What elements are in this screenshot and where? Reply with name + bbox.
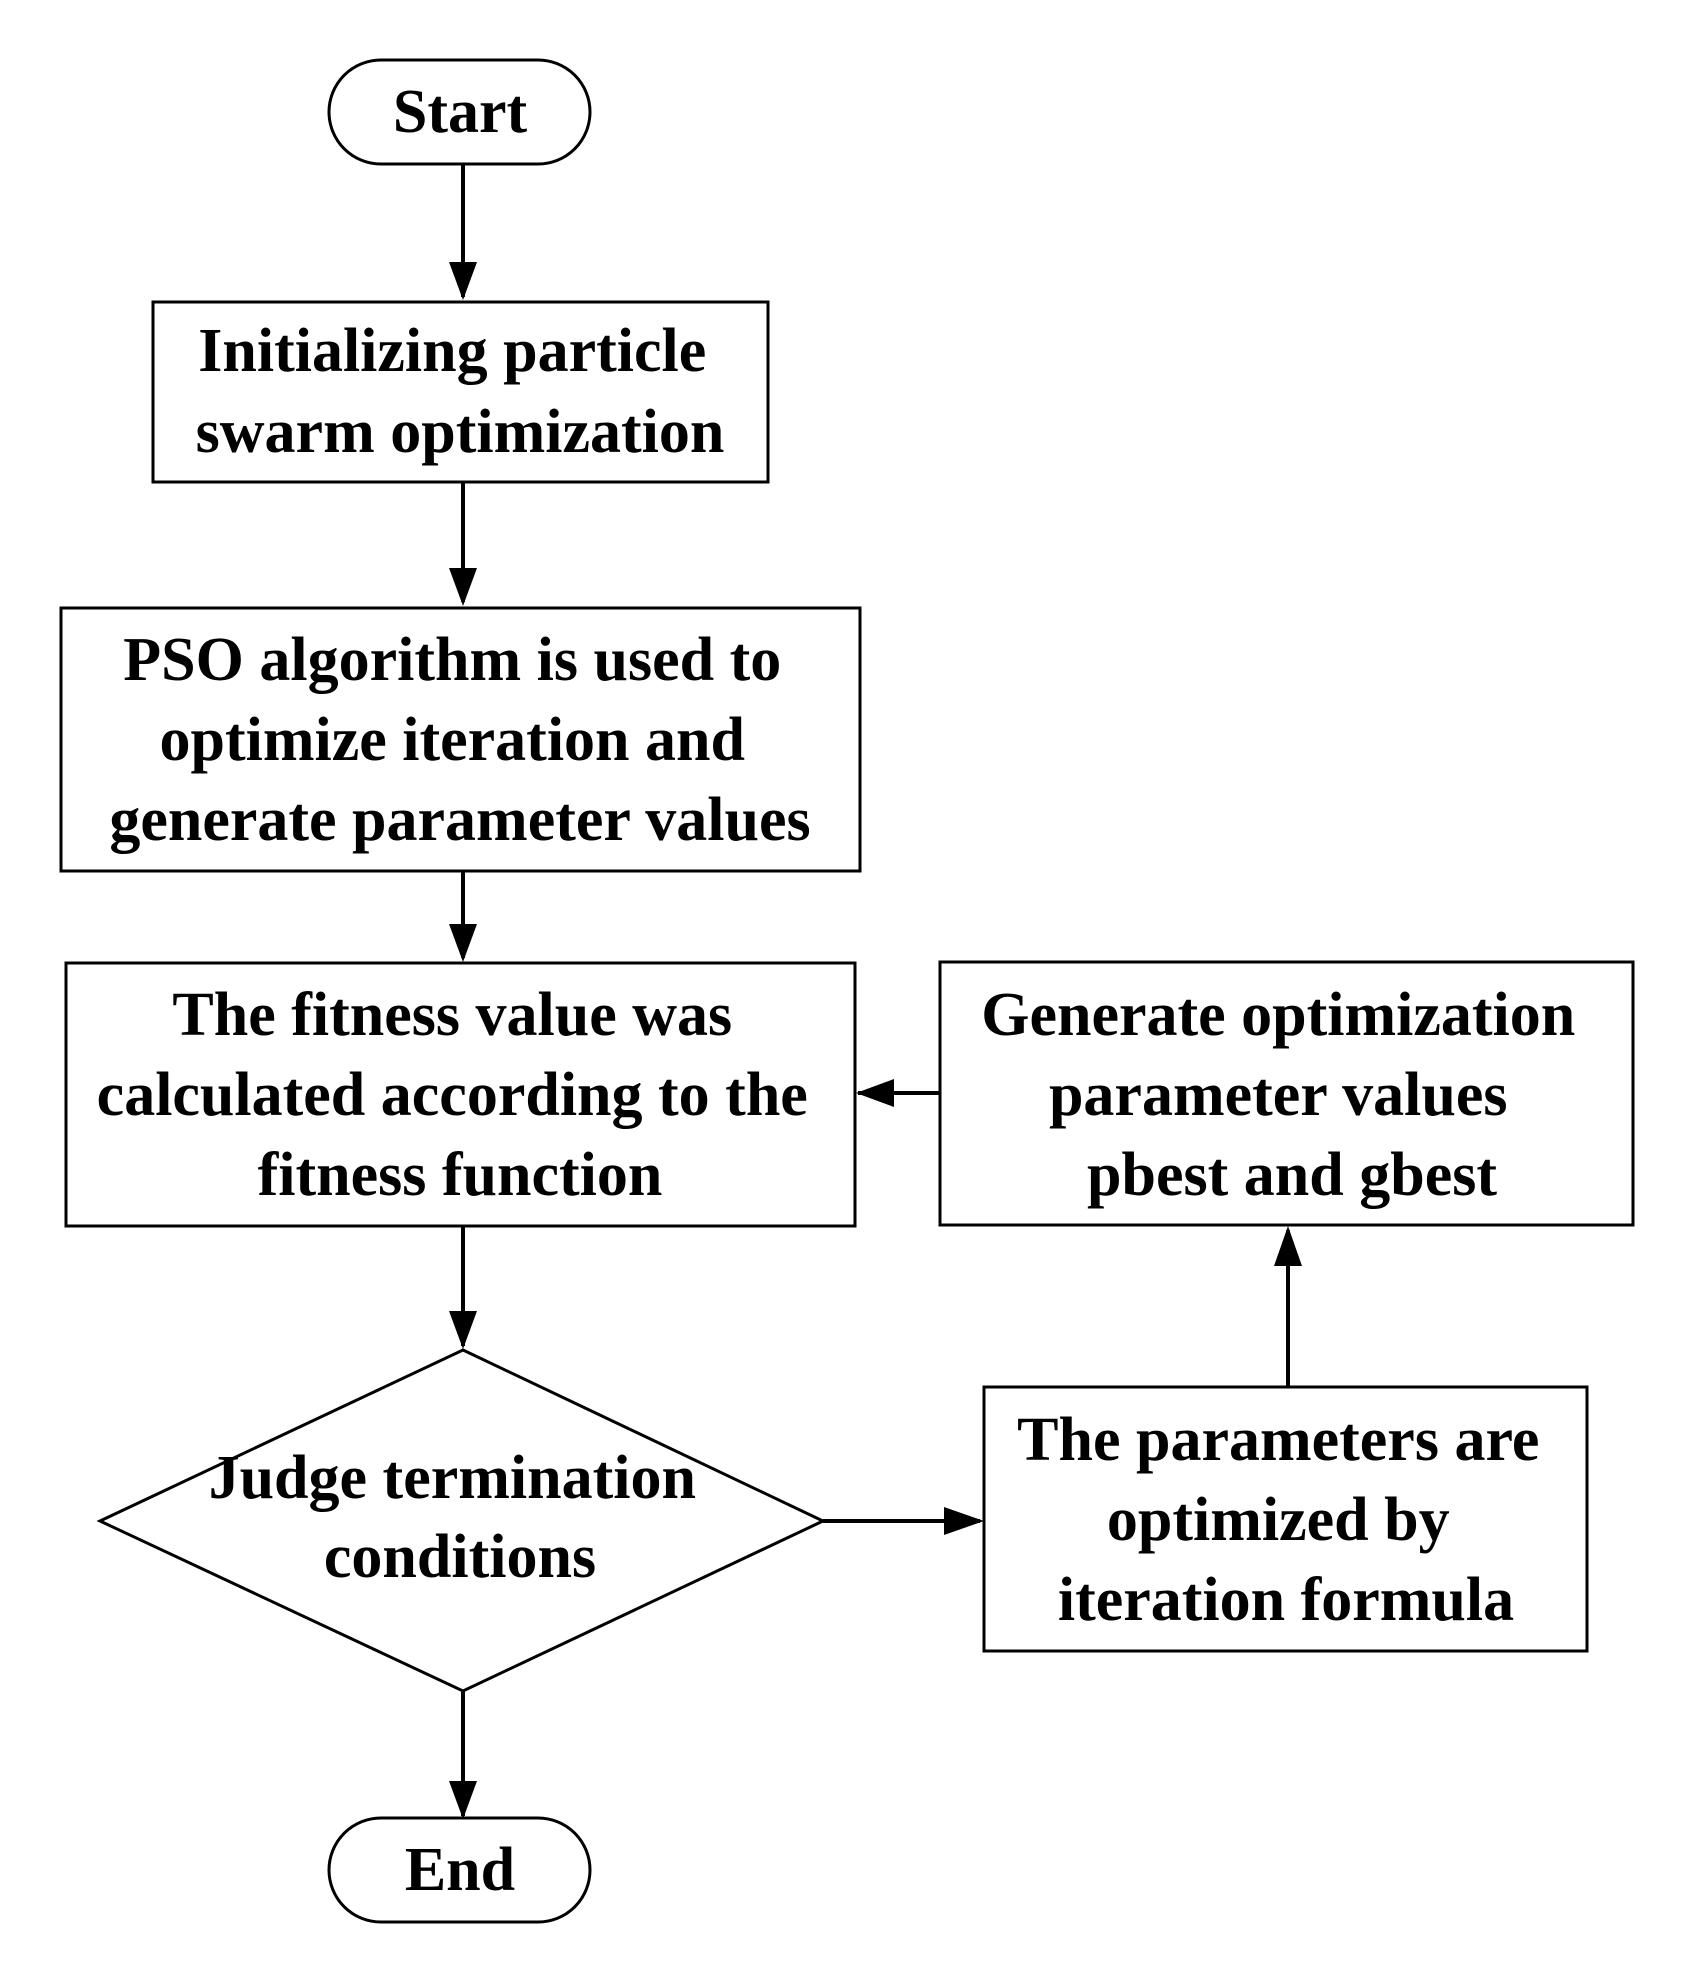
judge-line-1: Judge termination bbox=[209, 1444, 696, 1512]
connectors bbox=[449, 164, 1302, 1819]
pso-line-3: generate parameter values bbox=[109, 786, 810, 854]
arrowhead-init bbox=[449, 262, 477, 300]
pso-shape bbox=[59, 606, 862, 873]
params-label: The parameters are optimized by iteratio… bbox=[1017, 1406, 1555, 1634]
fitness-line-1: The fitness value was bbox=[172, 981, 732, 1049]
params-line-2: optimized by bbox=[1107, 1486, 1450, 1554]
judge-shape bbox=[96, 1348, 827, 1693]
init-label: Initializing particle swarm optimization bbox=[196, 317, 725, 466]
end-terminal: End bbox=[327, 1816, 592, 1924]
fitness-process-box: The fitness value was calculated accordi… bbox=[64, 961, 857, 1228]
fitness-line-2: calculated according to the bbox=[97, 1061, 808, 1129]
generate-line-2: parameter values bbox=[1049, 1061, 1508, 1129]
pso-line-1: PSO algorithm is used to bbox=[123, 626, 781, 694]
generate-shape bbox=[938, 960, 1635, 1227]
arrowhead-pso bbox=[449, 568, 477, 606]
params-process-box: The parameters are optimized by iteratio… bbox=[982, 1385, 1589, 1653]
arrowhead-generate bbox=[1274, 1226, 1302, 1266]
judge-line-2: conditions bbox=[324, 1523, 596, 1591]
judge-decision: Judge termination conditions bbox=[96, 1348, 827, 1693]
pso-label: PSO algorithm is used to optimize iterat… bbox=[109, 626, 810, 854]
arrowhead-end bbox=[449, 1781, 477, 1819]
arrowhead-params bbox=[944, 1507, 984, 1535]
start-terminal: Start bbox=[327, 58, 592, 166]
generate-process-box: Generate optimization parameter values p… bbox=[938, 960, 1635, 1227]
fitness-label: The fitness value was calculated accordi… bbox=[97, 981, 824, 1209]
arrowhead-fitness bbox=[449, 924, 477, 962]
params-line-3: iteration formula bbox=[1058, 1566, 1514, 1634]
end-label: End bbox=[405, 1836, 515, 1904]
generate-label: Generate optimization parameter values p… bbox=[981, 981, 1591, 1209]
fitness-shape bbox=[64, 961, 857, 1228]
arrowhead-fitness-side bbox=[856, 1079, 894, 1107]
params-shape bbox=[982, 1385, 1589, 1653]
judge-label: Judge termination conditions bbox=[209, 1444, 712, 1591]
end-shape bbox=[327, 1816, 592, 1924]
generate-line-3: pbest and gbest bbox=[1087, 1141, 1497, 1209]
init-line-1: Initializing particle bbox=[198, 317, 706, 385]
arrowhead-judge bbox=[449, 1311, 477, 1349]
init-shape bbox=[151, 300, 770, 484]
params-line-1: The parameters are bbox=[1017, 1406, 1539, 1474]
pso-process-box: PSO algorithm is used to optimize iterat… bbox=[59, 606, 862, 873]
init-process-box: Initializing particle swarm optimization bbox=[151, 300, 770, 484]
init-line-2: swarm optimization bbox=[196, 398, 725, 466]
generate-line-1: Generate optimization bbox=[981, 981, 1575, 1049]
start-label: Start bbox=[393, 78, 528, 146]
start-shape bbox=[327, 58, 592, 166]
pso-line-2: optimize iteration and bbox=[160, 706, 746, 774]
fitness-line-3: fitness function bbox=[258, 1141, 663, 1209]
